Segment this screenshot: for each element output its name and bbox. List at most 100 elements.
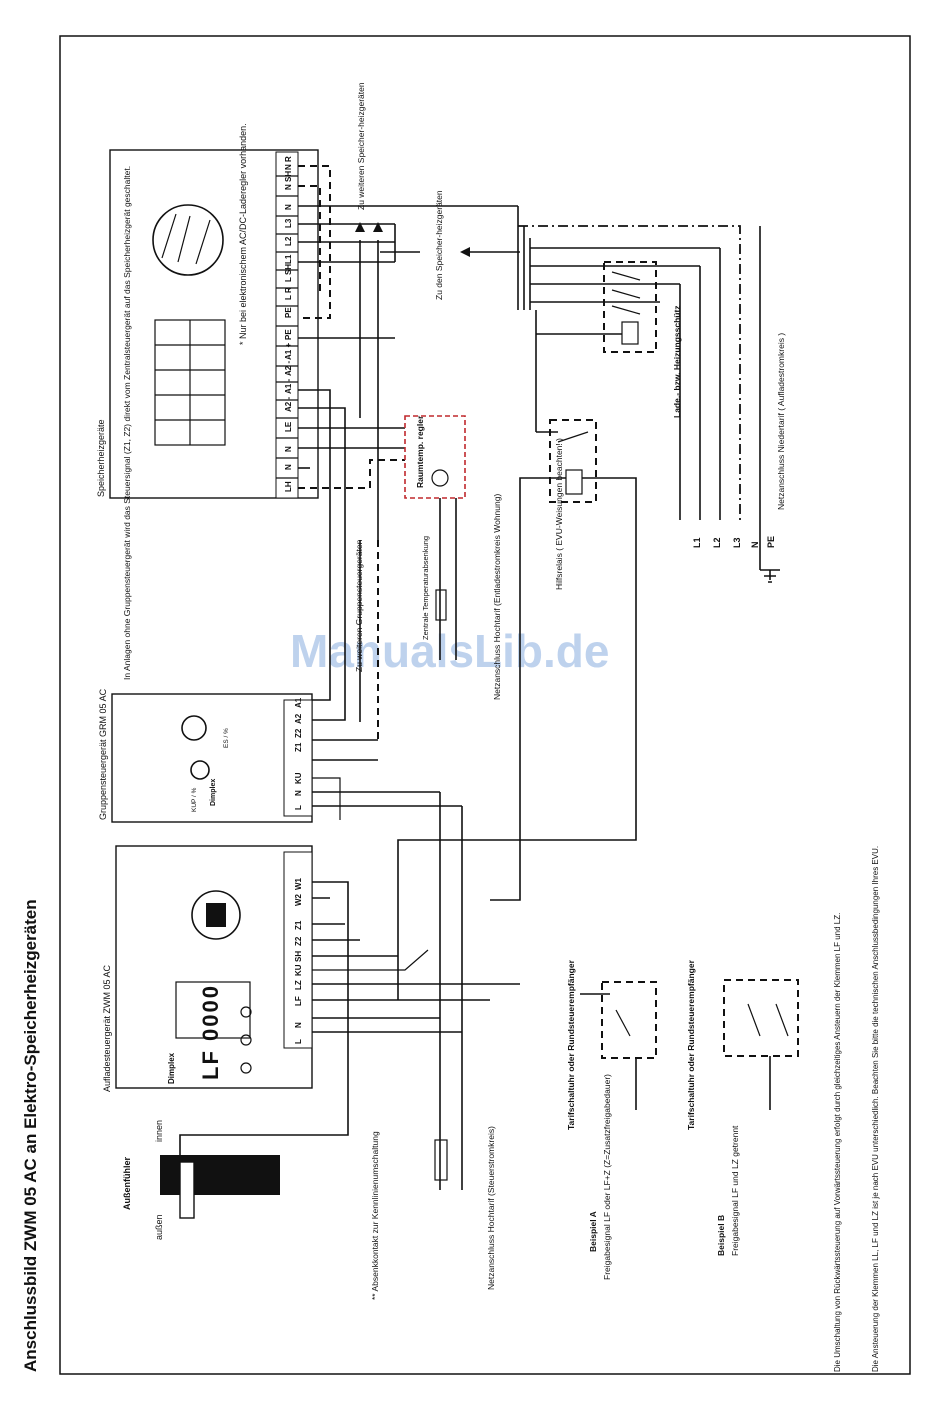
absenk-note: ** Absenkkontakt zur Kennlinienumschaltu…: [370, 1131, 380, 1300]
heater-terminal-labels: LH N N LE A2 - A1 - A2 - A1 + PE PE L R …: [284, 156, 293, 492]
group-terminal: Z1: [294, 742, 303, 752]
heater-terminal: LH: [284, 481, 293, 492]
heater-terminal: L3: [284, 218, 293, 228]
controller-terminal: N: [294, 1022, 303, 1028]
group-terminal: A1: [294, 697, 303, 708]
mains-pe: PE: [766, 536, 776, 548]
controller-terminal: L: [294, 1039, 303, 1044]
controller-display: LF 0000: [198, 984, 223, 1080]
main-dial-icon: [191, 890, 241, 940]
heater-terminal: L1: [284, 254, 293, 264]
controller-brand: Dimplex: [167, 1052, 176, 1084]
contactor-label: Lade.- bzw. Heizungsschütz: [672, 305, 682, 418]
kup-dial-icon: [190, 760, 210, 780]
controller-terminal: W1: [294, 877, 303, 890]
example-a-title: Beispiel A: [588, 1211, 598, 1252]
controller-button-icon: [240, 1006, 252, 1018]
controller-terminal: LF: [294, 996, 303, 1006]
controller-terminal: W2: [294, 893, 303, 906]
group-terminal: KU: [294, 772, 303, 784]
sensor-inside-label: innen: [154, 1120, 164, 1142]
mains-low-tariff: L1 L2 L3 N PE Netzanschluss Niedertarif …: [692, 226, 786, 583]
heater-terminal: N: [284, 464, 293, 470]
fuse-icon: [434, 1139, 448, 1181]
thermostat-dial-icon: [431, 469, 449, 487]
group-more: Zu weiteren Gruppensteuergeräten: [354, 539, 379, 740]
room-thermostat: Raumtemp. regler Zentrale Temperaturabse…: [404, 415, 502, 700]
heater-terminal: A1 -: [284, 379, 293, 394]
heater-terminal: N: [284, 204, 293, 210]
footer-note-1: Die Umschaltung von Rückwärtssteuerung a…: [833, 913, 842, 1372]
group-kup-label: KUP / %: [191, 787, 198, 812]
controller-terminal: KU: [294, 964, 303, 976]
es-dial-icon: [181, 715, 207, 741]
group-controller-label: Gruppensteuergerät GRM 05 AC: [98, 688, 108, 820]
tariff-a-label: Tarifschaltuhr oder Rundsteuerempfänger: [566, 959, 576, 1130]
controller-button-icon: [240, 1062, 252, 1074]
more-group-label: Zu weiteren Gruppensteuergeräten: [354, 539, 364, 672]
heater-busbars: [517, 206, 741, 520]
group-note: In Anlagen ohne Gruppensteuergerät wird …: [122, 166, 132, 680]
heater-terminal: PE: [284, 307, 293, 318]
heater-terminal: PE: [284, 329, 293, 340]
mains-control-label: Netzanschluss Hochtarif (Steuerstromkrei…: [486, 1126, 496, 1290]
room-thermostat-label: Raumtemp. regler: [415, 415, 425, 488]
heater-terminal: LE: [284, 421, 293, 432]
heater-terminal: N R: [284, 156, 293, 170]
storage-heater-unit: LH N N LE A2 - A1 - A2 - A1 + PE PE L R …: [96, 149, 319, 499]
group-terminal: L: [294, 805, 303, 810]
tariff-b-label: Tarifschaltuhr oder Rundsteuerempfänger: [686, 959, 696, 1130]
relay-label: Hilfsrelais ( EVU-Weisungen beachten! ): [554, 438, 564, 590]
outdoor-sensor-label: Außenfühler: [122, 1157, 132, 1210]
asterisk-note: * Nur bei elektronischem AC/DC-Laderegle…: [238, 123, 248, 345]
heating-element-icon: [154, 319, 226, 446]
heater-terminal: L R: [284, 287, 293, 300]
heater-terminal: A2 -: [284, 397, 293, 412]
tariff-example-b: Tarifschaltuhr oder Rundsteuerempfänger …: [686, 959, 799, 1256]
page-border: [59, 35, 911, 1375]
ground-icon: [760, 569, 780, 583]
mains-l2: L2: [712, 537, 722, 548]
controller-terminal: Z1: [294, 920, 303, 930]
to-heaters-label: Zu den Speicher-heizgeräten: [434, 190, 444, 300]
storage-heater-label: Speicherheizgeräte: [96, 419, 106, 497]
footer-note-2: Die Ansteuerung der Klemmen LL, LF und L…: [871, 846, 880, 1372]
group-es-label: ES / %: [223, 728, 230, 748]
example-a-text: Freigabesignal LF oder LF+Z (Z=Zusatzfre…: [602, 1074, 612, 1280]
group-terminal: Z2: [294, 728, 303, 738]
heater-terminal: N SH: [284, 171, 293, 190]
example-b-text: Freigabesignal LF und LZ getrennt: [730, 1125, 740, 1256]
charge-controller-label: Aufladesteuergerät ZWM 05 AC: [102, 964, 112, 1092]
heater-terminal: A1 +: [284, 343, 293, 360]
controller-button-icon: [240, 1034, 252, 1046]
mains-n: N: [750, 542, 760, 549]
group-brand: Dimplex: [210, 779, 217, 806]
heater-terminal: A2 -: [284, 361, 293, 376]
sensor-outside-label: außen: [154, 1214, 164, 1240]
page-title: Anschlussbild ZWM 05 AC an Elektro-Speic…: [21, 899, 40, 1372]
heater-terminal: N: [284, 446, 293, 452]
group-terminal: A2: [294, 713, 303, 724]
controller-terminal: Z2: [294, 936, 303, 946]
mains-low-label: Netzanschluss Niedertarif ( Aufladestrom…: [776, 333, 786, 510]
heater-terminal: L SH: [284, 264, 293, 282]
example-b-title: Beispiel B: [716, 1215, 726, 1256]
heater-wiring: [298, 165, 520, 721]
tariff-example-a: Tarifschaltuhr oder Rundsteuerempfänger …: [566, 959, 657, 1280]
mains-l1: L1: [692, 537, 702, 548]
group-terminal: N: [294, 790, 303, 796]
watermark: ManualsLib.de: [290, 625, 609, 677]
controller-terminal: LZ: [294, 980, 303, 990]
more-heaters-label: Zu weiteren Speicher-heizgeräten: [356, 82, 366, 210]
central-temp-label: Zentrale Temperaturabsenkung: [421, 536, 430, 640]
mains-l3: L3: [732, 537, 742, 548]
mains-high-label: Netzanschluss Hochtarif (Entladestromkre…: [492, 494, 502, 700]
contactor-box: Lade.- bzw. Heizungsschütz: [536, 261, 682, 418]
group-controller: Gruppensteuergerät GRM 05 AC Dimplex KUP…: [98, 688, 462, 823]
aux-relay: Hilfsrelais ( EVU-Weisungen beachten! ): [397, 310, 637, 1000]
heater-terminal: L2: [284, 236, 293, 246]
outdoor-sensor: Außenfühler innen außen: [122, 1120, 280, 1240]
controller-terminal: SH: [294, 951, 303, 962]
